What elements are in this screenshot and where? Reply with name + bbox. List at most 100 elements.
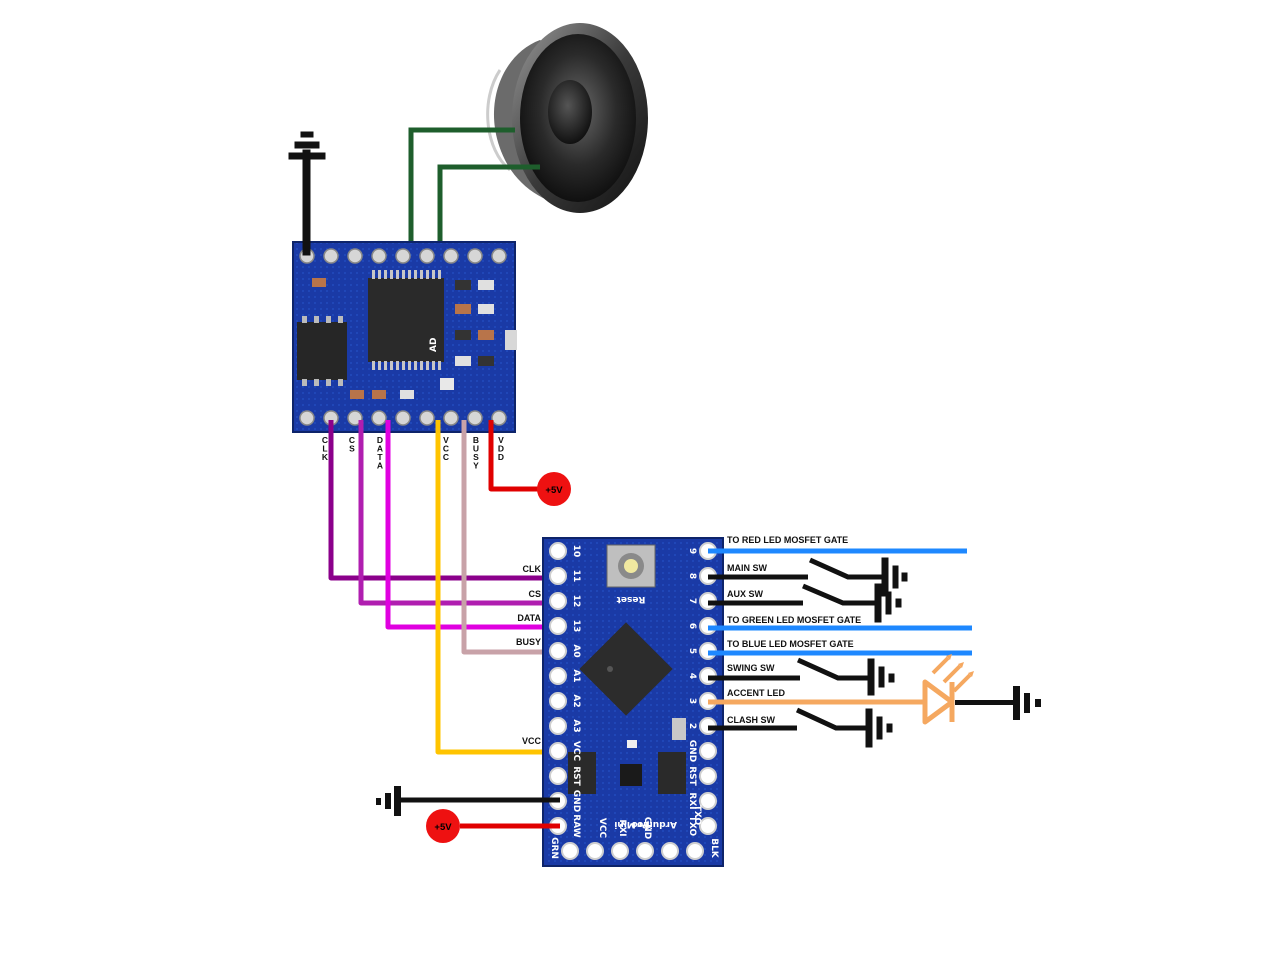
- right-header-pad: [699, 767, 717, 785]
- bottom-header-pad: [586, 842, 604, 860]
- silk-right-label: 8: [687, 573, 697, 579]
- accent-led-ground-icon: [955, 686, 1041, 720]
- module-pin-label-busy: B: [473, 435, 479, 445]
- silk-bottom-label: GND: [642, 817, 652, 839]
- silk-bottom-label: VCC: [597, 818, 607, 839]
- module-pin-label-data: D: [377, 435, 383, 445]
- arduino-right-pin-label: SWING SW: [727, 663, 775, 673]
- silk-right-label: RST: [687, 766, 697, 786]
- arduino-right-pin-label: TO BLUE LED MOSFET GATE: [727, 639, 854, 649]
- swing-switch: [708, 657, 895, 696]
- silk-bottom-label: GRN: [549, 837, 559, 859]
- silk-left-label: 10: [571, 545, 581, 558]
- silk-bottom-label: RXI: [617, 819, 627, 836]
- module-pin-label-vdd: D: [498, 444, 504, 454]
- module-pin-label-data: T: [377, 452, 383, 462]
- sound-module-bottom-pads: [299, 410, 507, 426]
- arduino-right-pin-label: CLASH SW: [727, 715, 776, 725]
- arduino-left-pin-label: BUSY: [516, 637, 541, 647]
- silk-left-label: 11: [571, 570, 581, 583]
- left-header-pad: [549, 617, 567, 635]
- bottom-header-pad: [636, 842, 654, 860]
- busy-wire: [461, 420, 560, 655]
- silk-right-label: 9: [687, 548, 697, 554]
- cs-wire: [358, 420, 560, 606]
- module-pin-label-cs: S: [349, 444, 355, 454]
- silk-right-label: 4: [687, 673, 697, 679]
- silk-right-label: 7: [687, 598, 697, 604]
- module-pin-label-data: A: [377, 444, 383, 454]
- silk-left-label: GND: [571, 790, 581, 812]
- silk-left-label: 12: [571, 595, 581, 608]
- module-pin-label-vcc: C: [443, 444, 449, 454]
- silk-left-label: A3: [571, 719, 581, 732]
- arduino-right-pin-label: MAIN SW: [727, 563, 768, 573]
- aux-switch: [708, 583, 902, 623]
- power-badge-bottom: +5V: [426, 809, 460, 843]
- arduino-right-pin-label: ACCENT LED: [727, 688, 785, 698]
- silk-left-label: A2: [571, 694, 581, 707]
- speaker-wires: [408, 127, 540, 255]
- sound-module-top-pads: [299, 248, 507, 264]
- sound-module-passives: [312, 278, 517, 399]
- capacitor: [658, 752, 686, 794]
- silk-right-label: 3: [687, 698, 697, 704]
- right-header-pad: [699, 742, 717, 760]
- ground-symbol-left: [376, 786, 401, 816]
- arduino-left-pin-label: DATA: [517, 613, 541, 623]
- arduino-right-pin-label: AUX SW: [727, 589, 764, 599]
- regulator: [568, 752, 596, 794]
- left-header-pad: [549, 542, 567, 560]
- module-pin-label-clk: C: [322, 435, 328, 445]
- module-wires: [328, 420, 560, 755]
- silk-left-label: RAW: [571, 814, 581, 837]
- silk-left-label: A1: [571, 669, 581, 682]
- bottom-header-pad: [661, 842, 679, 860]
- module-pin-label-vdd: V: [498, 435, 504, 445]
- speaker: [486, 23, 648, 213]
- brand-line: Arduino: [637, 819, 677, 829]
- left-header-pad: [549, 567, 567, 585]
- brand-line: Pro: [631, 819, 648, 829]
- mcu-chip: [579, 622, 673, 716]
- module-pin-label-cs: C: [349, 435, 355, 445]
- module-pin-label-vcc: V: [443, 435, 449, 445]
- vcc-wire: [435, 420, 560, 755]
- silk-right-label: 6: [687, 623, 697, 629]
- brand-line: Mini: [614, 819, 636, 829]
- power-badge-top: +5V: [537, 472, 571, 506]
- silk-right-label: RXI: [687, 792, 697, 809]
- flash-chip: [297, 316, 347, 386]
- silk-right-label: GND: [687, 740, 697, 762]
- silk-left-label: A0: [571, 644, 581, 657]
- module-pin-label-vdd: D: [498, 452, 504, 462]
- silk-left-label: RST: [571, 766, 581, 786]
- audio-ic: [368, 270, 444, 370]
- clash-switch: [708, 707, 893, 748]
- right-wires: [708, 548, 972, 705]
- vdd-wire: [488, 420, 545, 492]
- bottom-header-pad: [561, 842, 579, 860]
- module-pin-label-busy: Y: [473, 461, 479, 471]
- silk-right-label: 5: [687, 648, 697, 654]
- antenna-icon: [288, 131, 326, 256]
- right-header-pad: [699, 792, 717, 810]
- left-header-pad: [549, 767, 567, 785]
- arduino-left-pin-label: CS: [528, 589, 541, 599]
- bottom-header-pad: [611, 842, 629, 860]
- small-ic: [620, 764, 642, 786]
- silk-right-label: TXO: [687, 816, 697, 837]
- chip-marking: AD: [429, 338, 439, 352]
- left-header-pad: [549, 742, 567, 760]
- left-header-pad: [549, 717, 567, 735]
- left-header-pad: [549, 692, 567, 710]
- left-header-pad: [549, 667, 567, 685]
- module-pin-label-busy: U: [473, 444, 479, 454]
- module-pin-label-clk: L: [322, 444, 327, 454]
- left-header-pad: [549, 592, 567, 610]
